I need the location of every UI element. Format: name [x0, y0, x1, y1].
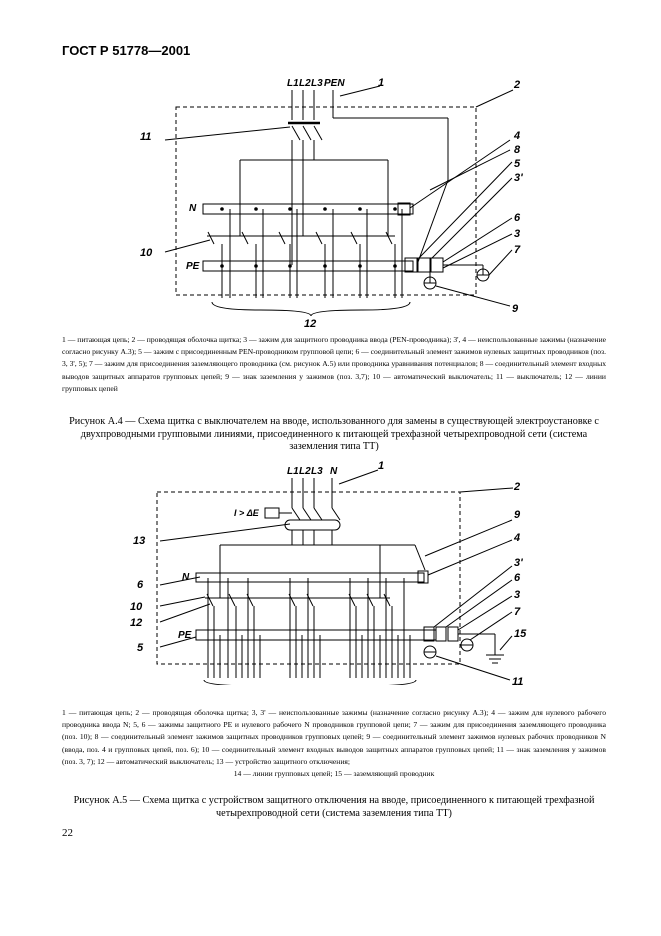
label-n-bus: N — [182, 572, 190, 583]
label-l3: L3 — [311, 78, 323, 89]
label-pe-bus: PE — [186, 261, 200, 272]
callout-8: 8 — [514, 144, 521, 156]
callout-6: 6 — [137, 579, 144, 591]
callout-11: 11 — [140, 131, 151, 143]
callout-9: 9 — [514, 509, 521, 521]
callout-1: 1 — [378, 77, 384, 89]
label-n-bus: N — [189, 203, 197, 214]
callout-5: 5 — [137, 642, 144, 654]
callout-11: 11 — [512, 676, 523, 685]
label-l3: L3 — [311, 466, 323, 477]
document-header: ГОСТ Р 51778—2001 — [62, 43, 191, 58]
figure-a4-diagram: L1 L2 L3 PEN N PE 1 2 11 4 8 5 3' 6 3 7 … — [140, 77, 523, 330]
label-l1: L1 — [287, 78, 299, 89]
callout-4: 4 — [513, 532, 520, 544]
callout-15: 15 — [514, 628, 527, 640]
label-n: N — [330, 466, 338, 477]
page-number: 22 — [62, 827, 73, 839]
callout-3prime: 3' — [514, 557, 523, 569]
callout-6b: 6 — [514, 572, 521, 584]
figure-a4-caption: Рисунок А.4 — Схема щитка с выключателем… — [69, 416, 599, 453]
figure-a5-legend-text: 1 — питающая цепь; 2 — проводящая оболоч… — [62, 708, 606, 766]
callout-12: 12 — [304, 318, 316, 330]
label-pen: PEN — [324, 78, 345, 89]
callout-12: 12 — [130, 617, 142, 629]
callout-10: 10 — [130, 601, 143, 613]
callout-6: 6 — [514, 212, 521, 224]
label-pe-bus: PE — [178, 630, 192, 641]
label-l2: L2 — [299, 466, 311, 477]
callout-2: 2 — [513, 79, 520, 91]
callout-4: 4 — [513, 130, 520, 142]
callout-2: 2 — [513, 481, 520, 493]
figure-a5-caption: Рисунок А.5 — Схема щитка с устройством … — [73, 795, 595, 819]
label-l2: L2 — [299, 78, 311, 89]
callout-7: 7 — [514, 606, 521, 618]
callout-10: 10 — [140, 247, 153, 259]
figure-a4-legend-text: 1 — питающая цепь; 2 — проводящая оболоч… — [62, 335, 606, 393]
figure-a5-legend: 1 — питающая цепь; 2 — проводящая оболоч… — [62, 707, 606, 780]
callout-7: 7 — [514, 244, 521, 256]
label-l1: L1 — [287, 466, 299, 477]
figure-a5-diagram: L1 L2 L3 N I > ΔE N PE 1 2 13 9 4 6 10 1… — [130, 460, 527, 685]
callout-3prime: 3' — [514, 172, 523, 184]
figure-a5-legend-last: 14 — линии групповых цепей; 15 — заземля… — [233, 769, 435, 779]
callout-5: 5 — [514, 158, 521, 170]
callout-13: 13 — [133, 535, 145, 547]
callout-1: 1 — [378, 460, 384, 472]
label-rcd-current: I > ΔE — [234, 508, 260, 518]
figure-a4-legend: 1 — питающая цепь; 2 — проводящая оболоч… — [62, 334, 606, 395]
callout-9: 9 — [512, 303, 519, 315]
callout-3: 3 — [514, 228, 520, 240]
callout-3: 3 — [514, 589, 520, 601]
